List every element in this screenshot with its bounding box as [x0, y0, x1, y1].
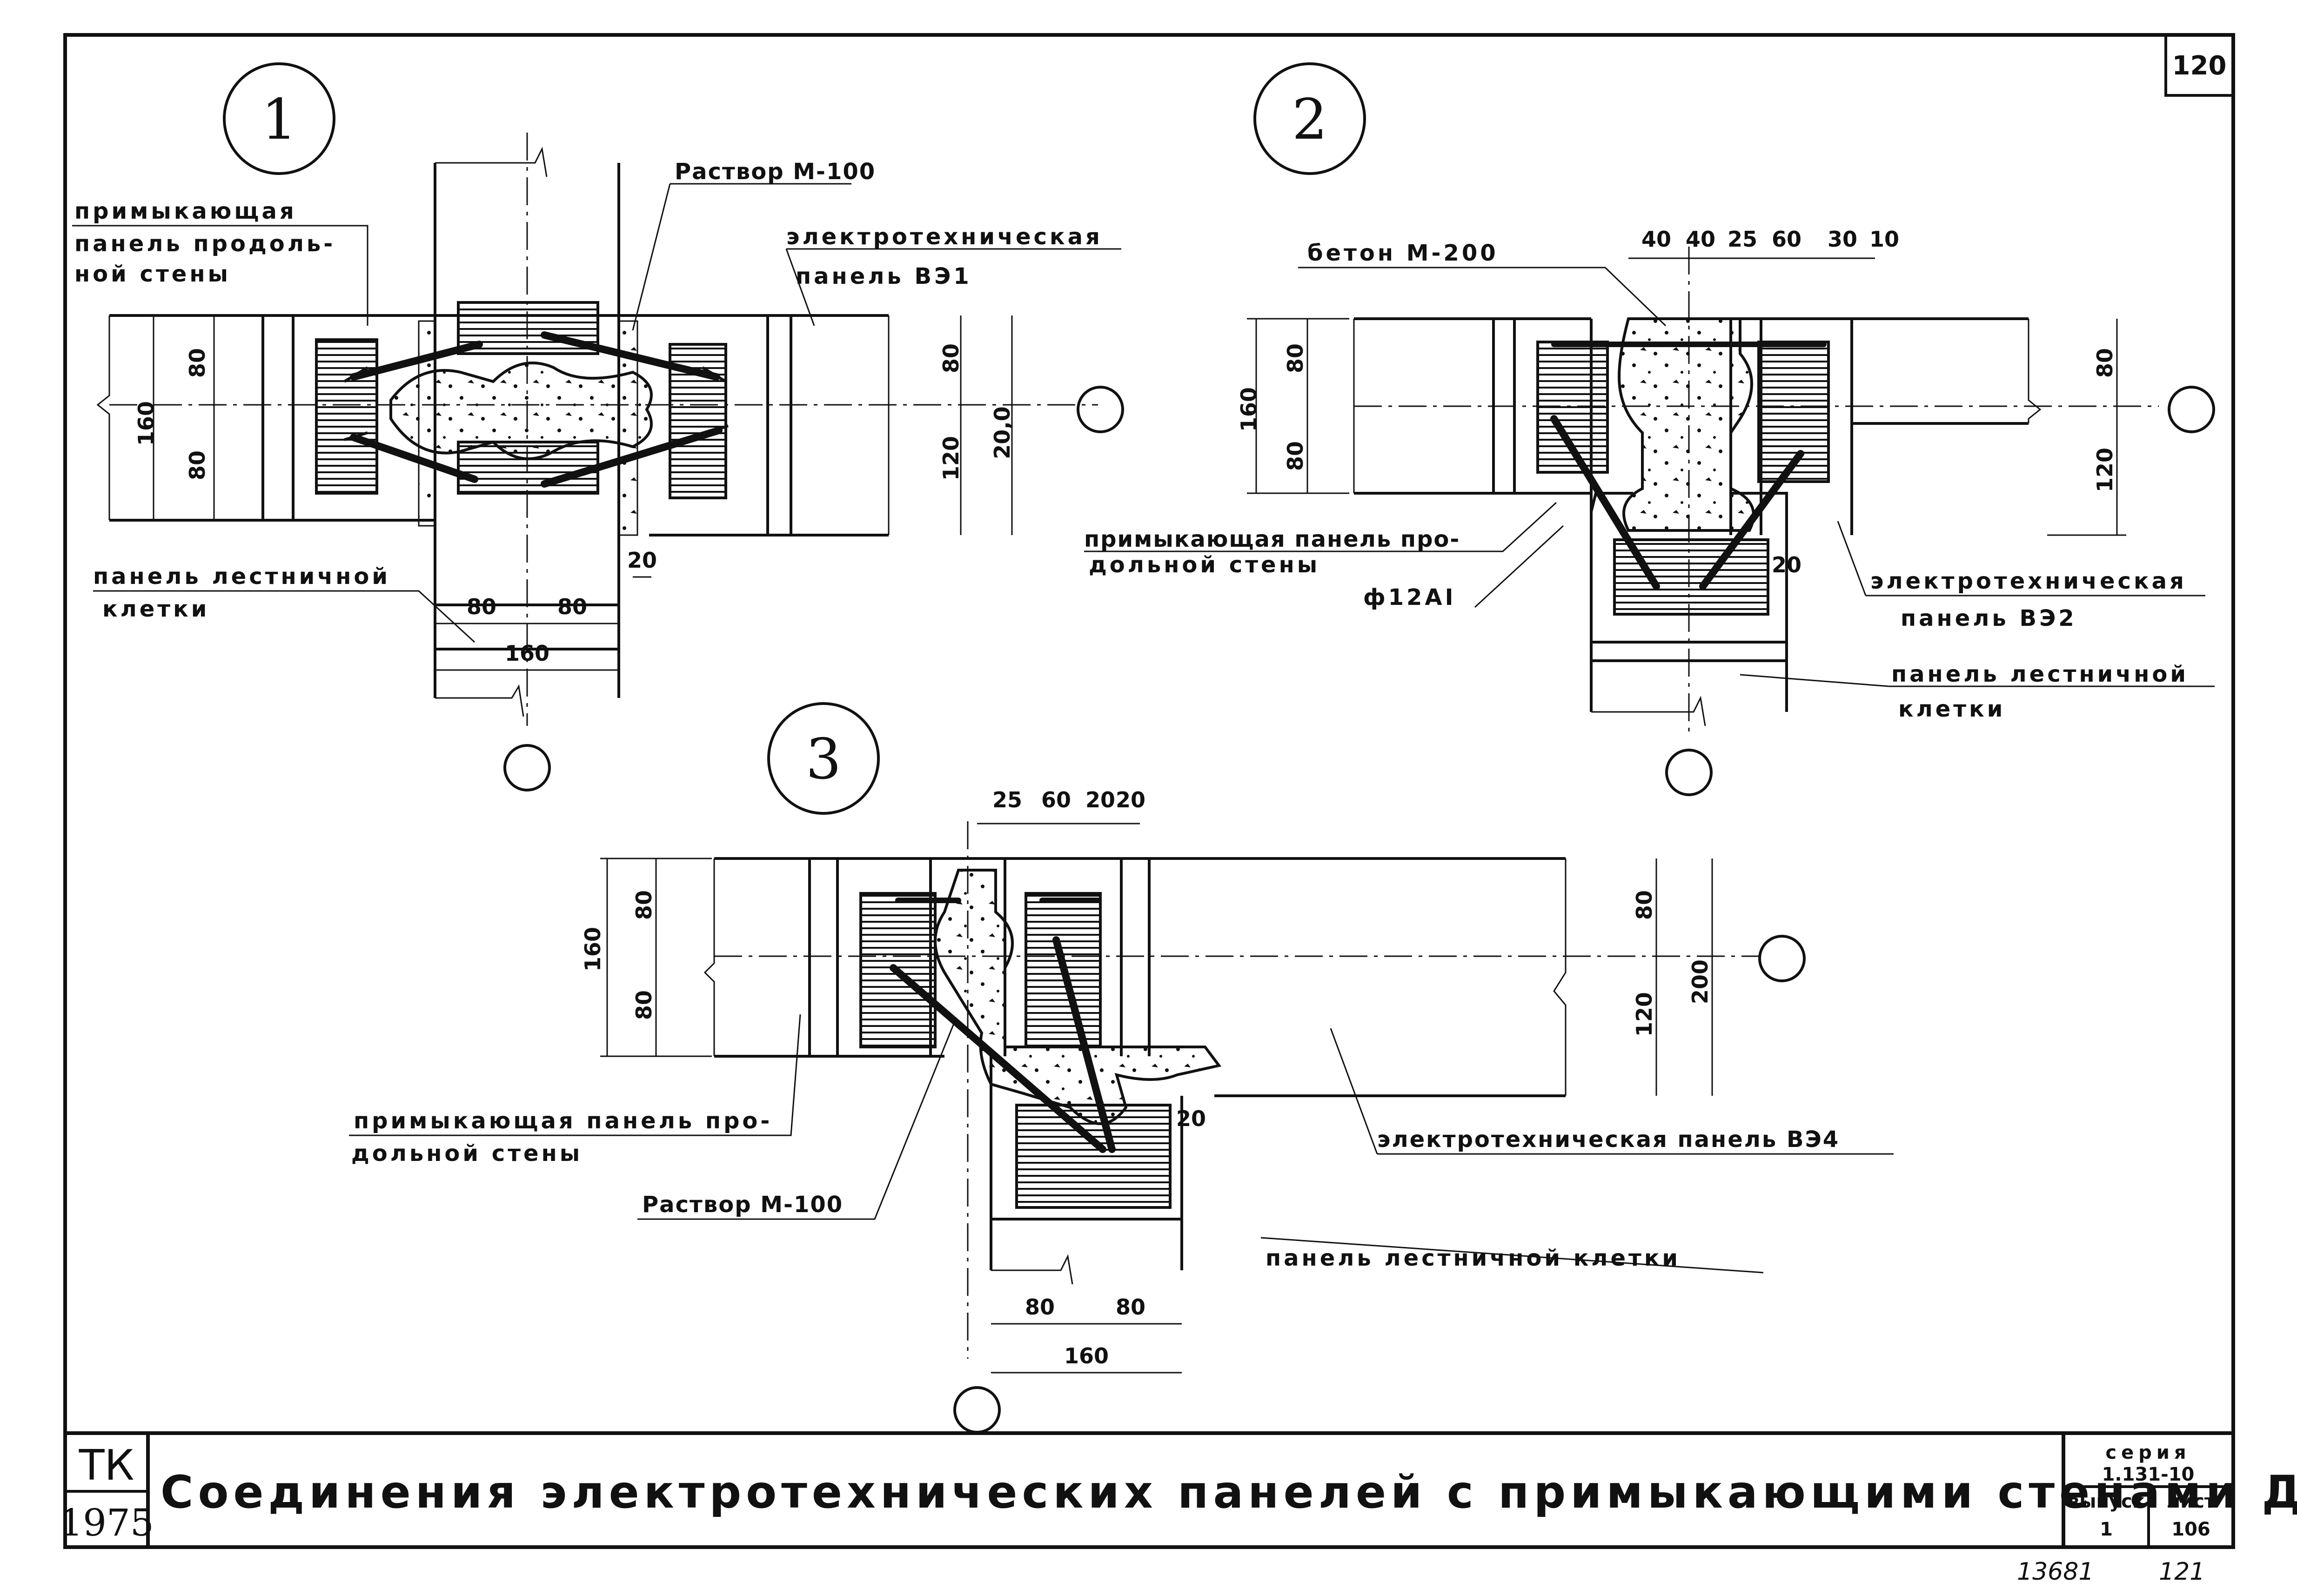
detail-1-dim-right-mid: 120	[938, 436, 964, 481]
detail-1-dim-left-bottom: 80	[185, 450, 210, 480]
detail-1-dim-right-total: 20,0	[990, 406, 1015, 459]
detail-2-dim-top-3: 25	[1728, 227, 1757, 252]
series-label: серия	[2105, 1442, 2190, 1463]
detail-3-dim-top-3: 20	[1085, 787, 1115, 812]
detail-1-label-panel-2: панель ВЭ1	[796, 263, 972, 289]
detail-2-dim-left-total: 160	[1236, 387, 1261, 432]
detail-2-dim-left-bottom: 80	[1283, 441, 1308, 471]
issue-label: выпуск	[2068, 1491, 2145, 1512]
detail-1-dim-gap: 20	[627, 548, 657, 573]
detail-3: 3 25 60	[349, 702, 1894, 1434]
issue-value: 1	[2100, 1519, 2113, 1540]
detail-1-dim-bottom-b: 80	[557, 594, 587, 619]
detail-2: 2 40 40	[1084, 62, 2215, 796]
detail-1-dim-bottom-a: 80	[467, 594, 496, 619]
detail-3-dim-top-4: 20	[1116, 787, 1145, 812]
detail-3-dim-top-2: 60	[1041, 787, 1071, 812]
page-number: 120	[2172, 51, 2227, 81]
detail-3-dim-bottom-a: 80	[1025, 1294, 1055, 1320]
detail-3-label-panel: электротехническая панель ВЭ4	[1377, 1127, 1840, 1153]
detail-2-label-concrete: бетон М-200	[1307, 240, 1499, 266]
detail-1-label-stair-2: клетки	[102, 596, 209, 622]
detail-3-dim-top-1: 25	[992, 787, 1022, 812]
detail-1-label-mortar: Раствор М-100	[675, 159, 876, 185]
detail-2-dim-top-1: 40	[1641, 227, 1671, 252]
detail-2-dim-right-top: 80	[2092, 348, 2117, 378]
detail-2-dim-left-top: 80	[1283, 343, 1308, 373]
detail-1: 1	[72, 62, 1124, 791]
detail-3-dim-right-total: 200	[1688, 959, 1713, 1004]
detail-2-dim-gap: 20	[1772, 552, 1801, 577]
detail-1-label-adjacent-1: примыкающая	[74, 198, 297, 224]
detail-2-dim-top-6: 10	[1869, 227, 1899, 252]
sheet-value: 106	[2171, 1519, 2210, 1540]
detail-1-label-stair-1: панель лестничной	[93, 563, 390, 590]
detail-1-number: 1	[261, 87, 297, 152]
detail-3-dim-left-top: 80	[631, 890, 656, 920]
detail-2-dim-right-bottom: 120	[2092, 448, 2117, 492]
stamp-line-2: 1975	[59, 1501, 154, 1544]
detail-3-number: 3	[806, 727, 841, 792]
detail-3-label-stair: панель лестничной клетки	[1266, 1245, 1681, 1271]
detail-3-label-adjacent-1: примыкающая панель про-	[354, 1108, 772, 1134]
handwritten-number-1: 13681	[2017, 1558, 2094, 1586]
handwritten-number-2: 121	[2159, 1558, 2205, 1586]
detail-2-label-adjacent-1: примыкающая панель про-	[1084, 526, 1460, 552]
detail-3-dim-right-top: 80	[1632, 890, 1657, 920]
detail-2-label-panel-1: электротехническая	[1870, 568, 2187, 594]
detail-1-label-adjacent-3: ной стены	[74, 261, 231, 287]
sheet-title: Соединения электротехнических панелей с …	[161, 1466, 2297, 1518]
detail-2-dim-top-4: 60	[1772, 227, 1801, 252]
detail-3-dim-bottom-b: 80	[1116, 1294, 1145, 1320]
detail-3-dim-gap: 20	[1176, 1106, 1206, 1131]
detail-1-label-adjacent-2: панель продоль-	[74, 231, 335, 257]
series-value: 1.131-10	[2102, 1464, 2195, 1485]
detail-1-label-panel-1: электротехническая	[786, 224, 1103, 250]
detail-3-label-adjacent-2: дольной стены	[351, 1140, 583, 1167]
detail-2-dim-top-2: 40	[1686, 227, 1715, 252]
sheet-label: лист	[2167, 1491, 2216, 1512]
stamp-line-1: ТК	[79, 1441, 134, 1490]
detail-3-dim-right-mid: 120	[1632, 992, 1657, 1037]
detail-3-dim-left-bottom: 80	[631, 990, 656, 1020]
detail-2-dim-top-5: 30	[1828, 227, 1857, 252]
detail-2-label-stair-2: клетки	[1898, 696, 2005, 722]
detail-1-dim-right-top: 80	[938, 343, 964, 373]
detail-3-label-mortar: Раствор М-100	[642, 1192, 843, 1218]
detail-2-label-panel-2: панель ВЭ2	[1901, 605, 2077, 631]
detail-1-dim-left-top: 80	[185, 348, 210, 378]
detail-3-dim-bottom-total: 160	[1064, 1343, 1109, 1368]
detail-3-dim-left-total: 160	[580, 927, 605, 972]
detail-2-label-rebar: ф12АI	[1363, 584, 1456, 610]
detail-1-dim-left-total: 160	[134, 401, 159, 446]
sheet-frame	[63, 33, 2235, 1549]
detail-2-label-adjacent-2: дольной стены	[1089, 552, 1320, 578]
detail-2-number: 2	[1292, 87, 1327, 152]
detail-1-dim-bottom-total: 160	[505, 641, 549, 666]
detail-2-label-stair-1: панель лестничной	[1891, 661, 2189, 687]
